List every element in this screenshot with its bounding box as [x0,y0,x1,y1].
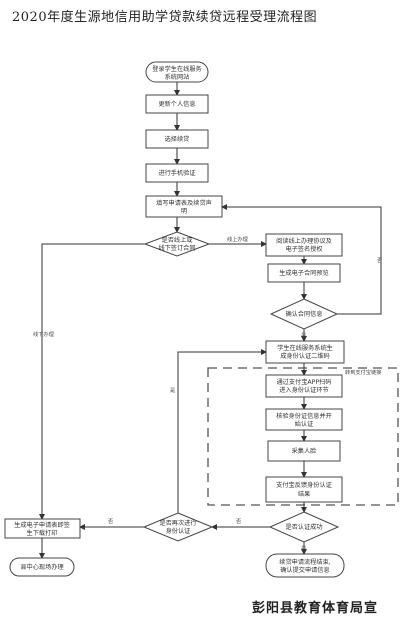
footer-publisher: 彭阳县教育体育局宣 [252,601,379,616]
decision-online-offline-line1: 是否线上或 [162,236,193,244]
node-contract-preview-text: 生成电子合同预览 [279,269,329,277]
decision-auth-success-text: 是否认证成功 [285,523,322,531]
connectors [39,82,382,559]
edge-label-auth-yes: 是 [301,545,306,552]
page-title: 2020年度生源地信用助学贷款续贷远程受理流程图 [12,10,318,25]
alipay-section-frame [207,367,399,506]
decision-retry-auth-line2: 身份认证 [166,527,191,535]
decision-online-offline-line2: 线下签订合同 [158,244,195,252]
edge-label-online: 线上办理 [227,235,249,243]
terminal-process-end-line1: 续贷申请流程结束, [279,558,330,566]
node-face-capture: 采集人脸 [267,440,341,462]
node-alipay-result-line1: 支付宝反馈身份认证 [276,481,332,489]
edge-label-retry-no: 否 [108,518,113,525]
node-phone-verify: 进行手机验证 [145,163,209,183]
node-alipay-result: 支付宝反馈身份认证 结果 [265,476,343,503]
node-update-info: 更新个人信息 [145,94,209,114]
node-print-form-line2: 生下载打印 [27,529,58,537]
decision-confirm-contract-text: 确认合同信息 [285,310,322,318]
node-contract-preview: 生成电子合同预览 [267,263,341,283]
alipay-section-label: 转到支付宝链接 [345,368,381,376]
node-login-system-line1: 登录学生在线服务 [152,65,202,73]
node-verify-id-line1: 核验身份证信息并开 [276,412,332,420]
node-alipay-scan-line1: 通过支付宝APP扫码 [276,378,331,386]
terminal-process-end-line2: 确认提交申请信息 [280,566,330,574]
node-read-agreement-line1: 阅读线上办理协议及 [276,237,332,245]
edge-label-auth-no: 否 [236,518,241,525]
node-verify-id: 核验身份证信息并开 始认证 [265,408,343,431]
node-qr-code-line1: 学生在线服务系统生 [277,344,333,352]
decision-auth-success: 是否认证成功 [268,511,340,543]
decision-retry-auth: 是否再次进行 身份认证 [142,512,214,542]
node-fill-application-line2: 明 [181,208,187,215]
node-face-capture-text: 采集人脸 [292,447,318,455]
node-alipay-scan: 通过支付宝APP扫码 进入身份认证环节 [265,374,343,398]
edge-label-contract-no: 否 [377,257,382,264]
node-read-agreement-line2: 电子签名授权 [285,245,322,253]
node-select-renewal-text: 选择续贷 [165,135,190,143]
terminal-process-end: 续贷申请流程结束, 确认提交申请信息 [265,553,345,578]
node-qr-code-line2: 成身份认证二维码 [280,352,330,360]
node-login-system-line2: 系统网站 [165,73,190,81]
node-update-info-text: 更新个人信息 [158,100,195,108]
node-alipay-scan-line2: 进入身份认证环节 [279,386,329,394]
terminal-county-center: 县中心现场办理 [9,557,75,577]
decision-online-offline: 是否线上或 线下签订合同 [143,231,211,257]
node-alipay-result-line2: 结果 [298,490,310,498]
decision-retry-auth-line1: 是否再次进行 [159,519,196,527]
edge-label-contract-yes: 是 [301,332,306,339]
decision-confirm-contract: 确认合同信息 [269,298,339,330]
node-print-form: 生成电子申请表即签 生下载打印 [4,518,81,539]
node-qr-code: 学生在线服务系统生 成身份认证二维码 [265,340,345,364]
terminal-county-center-text: 县中心现场办理 [20,563,63,571]
node-fill-application: 填写申请表及续贷声 明 [145,195,223,218]
node-login-system: 登录学生在线服务 系统网站 [145,61,209,83]
node-verify-id-line2: 始认证 [295,420,314,428]
edge-label-retry-yes: 是 [170,387,175,394]
node-fill-application-line1: 填写申请表及续贷声 [156,199,212,207]
node-phone-verify-text: 进行手机验证 [158,169,195,177]
node-select-renewal: 选择续贷 [145,129,209,149]
node-print-form-line1: 生成电子申请表即签 [14,521,70,529]
edge-label-offline: 线下办理 [33,330,55,338]
node-read-agreement: 阅读线上办理协议及 电子签名授权 [265,233,343,257]
